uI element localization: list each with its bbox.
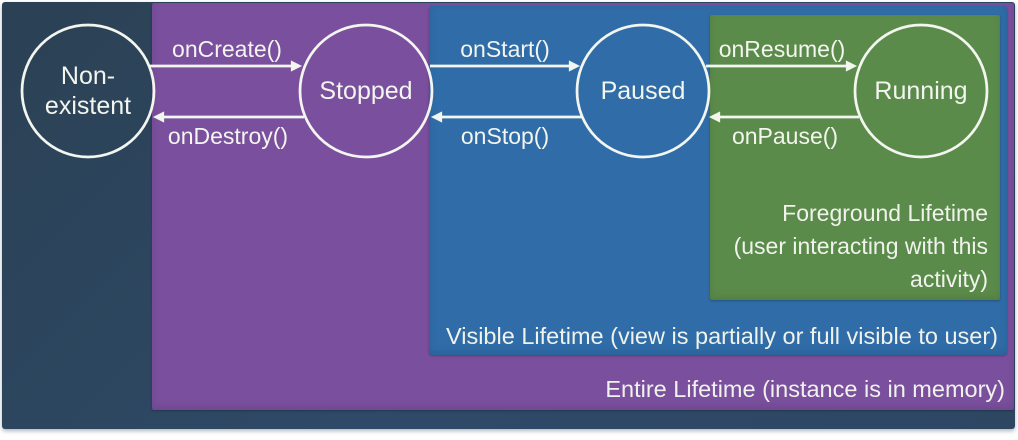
transition-label-oncreate: onCreate() [172, 36, 282, 62]
transition-label-onresume: onResume() [718, 36, 846, 62]
caption-foreground-lifetime: Foreground Lifetime (user interacting wi… [734, 197, 988, 296]
caption-foreground-line-1: Foreground Lifetime [782, 200, 988, 226]
state-label-stopped: Stopped [319, 77, 413, 105]
transition-label-onpause: onPause() [731, 123, 839, 149]
state-label-nonexistent-line-2: existent [44, 92, 132, 120]
state-label-running: Running [874, 77, 968, 105]
transition-label-ondestroy: onDestroy() [167, 123, 289, 149]
transition-label-onstop: onStop() [460, 123, 550, 149]
caption-entire-lifetime: Entire Lifetime (instance is in memory) [605, 376, 1005, 402]
state-label-nonexistent-line-1: Non- [60, 62, 116, 90]
state-label-nonexistent: Non- existent [45, 61, 131, 121]
caption-foreground-line-2: (user interacting with this [733, 233, 988, 259]
state-label-paused: Paused [600, 77, 686, 105]
caption-foreground-line-3: activity) [910, 266, 988, 292]
transition-label-onstart: onStart() [460, 36, 550, 62]
caption-visible-lifetime: Visible Lifetime (view is partially or f… [445, 323, 998, 349]
